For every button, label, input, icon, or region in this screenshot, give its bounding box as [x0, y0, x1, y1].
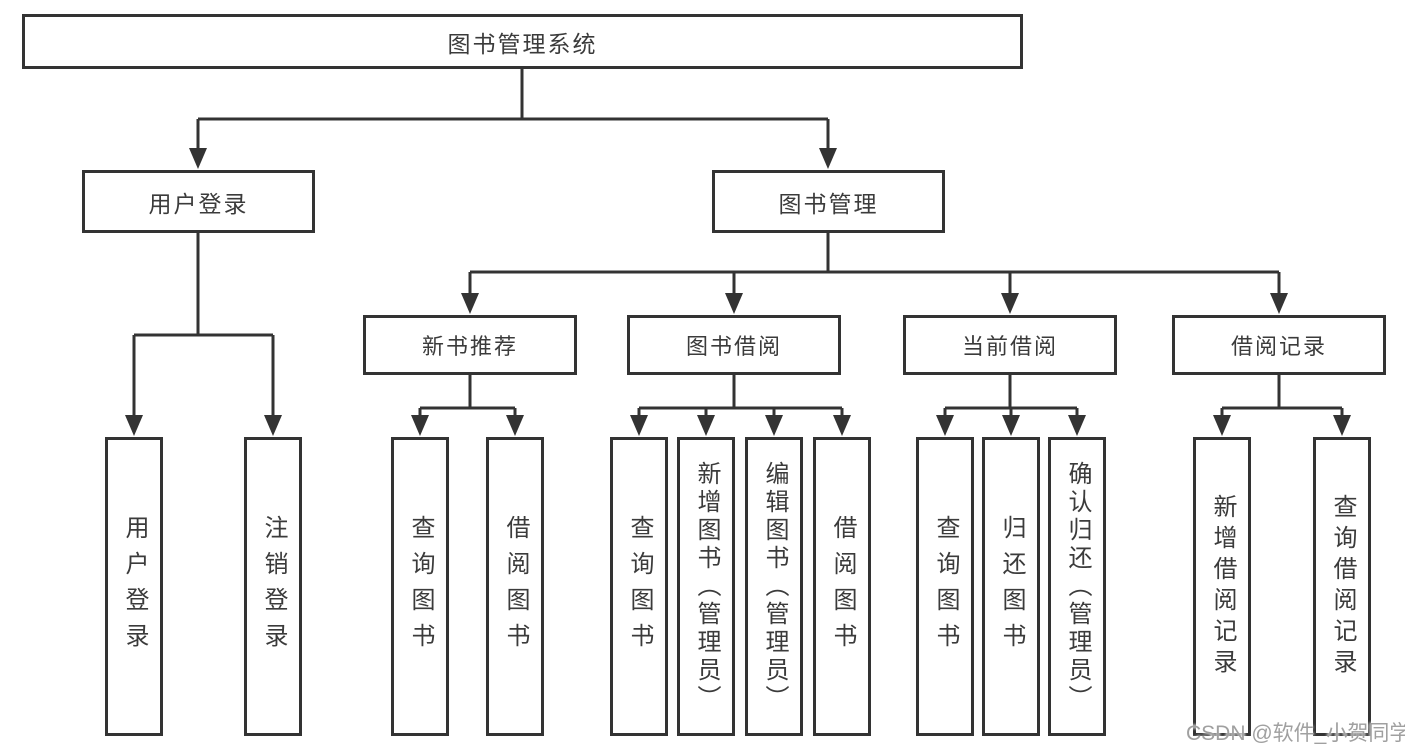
node-new-book-recommendation: 新书推荐 — [363, 315, 577, 375]
leaf-return-books: 归还图书 — [982, 437, 1040, 736]
leaf-query-borrow-record: 查询借阅记录 — [1313, 437, 1371, 736]
leaf-query-books-recommend: 查询图书 — [391, 437, 449, 736]
leaf-borrow-books-recommend: 借阅图书 — [486, 437, 544, 736]
node-user-login-branch: 用户登录 — [82, 170, 315, 233]
node-current-borrowing: 当前借阅 — [903, 315, 1117, 375]
node-book-management-branch: 图书管理 — [712, 170, 945, 233]
node-book-management-system: 图书管理系统 — [22, 14, 1023, 69]
leaf-add-borrow-record: 新增借阅记录 — [1193, 437, 1251, 736]
leaf-query-books-current: 查询图书 — [916, 437, 974, 736]
leaf-logout: 注销登录 — [244, 437, 302, 736]
node-borrowing-records: 借阅记录 — [1172, 315, 1386, 375]
leaf-confirm-return-admin: 确认归还（管理员） — [1048, 437, 1106, 736]
leaf-edit-books-admin: 编辑图书（管理员） — [745, 437, 803, 736]
leaf-user-login: 用户登录 — [105, 437, 163, 736]
leaf-add-books-admin: 新增图书（管理员） — [677, 437, 735, 736]
leaf-query-books-borrow: 查询图书 — [610, 437, 668, 736]
leaf-borrow-books: 借阅图书 — [813, 437, 871, 736]
node-book-borrowing: 图书借阅 — [627, 315, 841, 375]
csdn-watermark: CSDN @软件_小贺同学 — [1186, 722, 1405, 745]
